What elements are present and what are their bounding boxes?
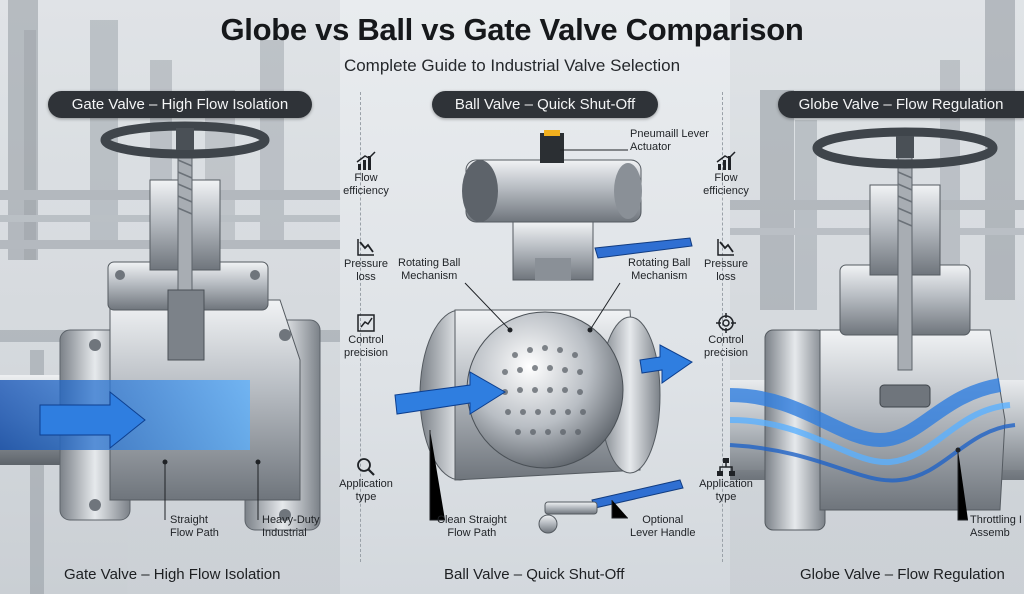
metric-pressure-loss-left: Pressure loss: [336, 236, 396, 284]
callout-heavy-duty-industrial: Heavy-Duty Industrial: [262, 514, 320, 539]
globe-valve-illustration: [729, 127, 1024, 531]
metric-application-type-right: Application type: [696, 456, 756, 504]
gate-valve-illustration: [0, 121, 321, 531]
metric-label: Flow efficiency: [343, 172, 389, 197]
divider-left: [360, 92, 361, 562]
globe-valve-top-label: Globe Valve – Flow Regulation: [778, 91, 1024, 118]
callout-rotating-ball-right: Rotating Ball Mechanism: [628, 257, 691, 282]
metric-label: Pressure loss: [703, 258, 749, 283]
trend-down-icon: [357, 239, 374, 256]
callout-actuator: Pneumaill Lever Actuator: [630, 128, 709, 153]
gate-valve-bottom-label: Gate Valve – High Flow Isolation: [64, 566, 281, 583]
callout-clean-straight-flow: Clean Straight Flow Path: [437, 514, 507, 539]
precision-chart-icon: [357, 314, 375, 332]
ball-valve-bottom-label: Ball Valve – Quick Shut-Off: [444, 566, 625, 583]
trend-down-icon: [717, 239, 734, 256]
magnifier-icon: [357, 458, 375, 476]
gate-valve-top-label: Gate Valve – High Flow Isolation: [48, 91, 312, 118]
hierarchy-icon: [717, 458, 735, 476]
page-title: Globe vs Ball vs Gate Valve Comparison: [220, 12, 804, 47]
metric-label: Application type: [339, 478, 393, 503]
metric-label: Application type: [699, 478, 753, 503]
metric-control-precision-right: Control precision: [696, 312, 756, 360]
metric-flow-efficiency-left: Flow efficiency: [336, 150, 396, 198]
metric-label: Pressure loss: [343, 258, 389, 283]
metric-label: Flow efficiency: [703, 172, 749, 197]
ball-valve-illustration: [394, 130, 693, 534]
callout-straight-flow-path: Straight Flow Path: [170, 514, 219, 539]
metric-control-precision-left: Control precision: [336, 312, 396, 360]
metric-label: Control precision: [703, 334, 749, 359]
metric-pressure-loss-right: Pressure loss: [696, 236, 756, 284]
metric-application-type-left: Application type: [336, 456, 396, 504]
ball-valve-top-label: Ball Valve – Quick Shut-Off: [432, 91, 658, 118]
callout-optional-lever-handle: Optional Lever Handle: [630, 514, 696, 539]
bar-chart-icon: [356, 151, 376, 170]
callout-throttling-assembly: Throttling I Assemb: [970, 514, 1022, 539]
globe-valve-bottom-label: Globe Valve – Flow Regulation: [800, 566, 1005, 583]
bar-chart-icon: [716, 151, 736, 170]
page-subtitle: Complete Guide to Industrial Valve Selec…: [343, 56, 681, 75]
metric-flow-efficiency-right: Flow efficiency: [696, 150, 756, 198]
target-icon: [716, 313, 736, 333]
callout-rotating-ball-left: Rotating Ball Mechanism: [398, 257, 461, 282]
metric-label: Control precision: [343, 334, 389, 359]
divider-right: [722, 92, 723, 562]
